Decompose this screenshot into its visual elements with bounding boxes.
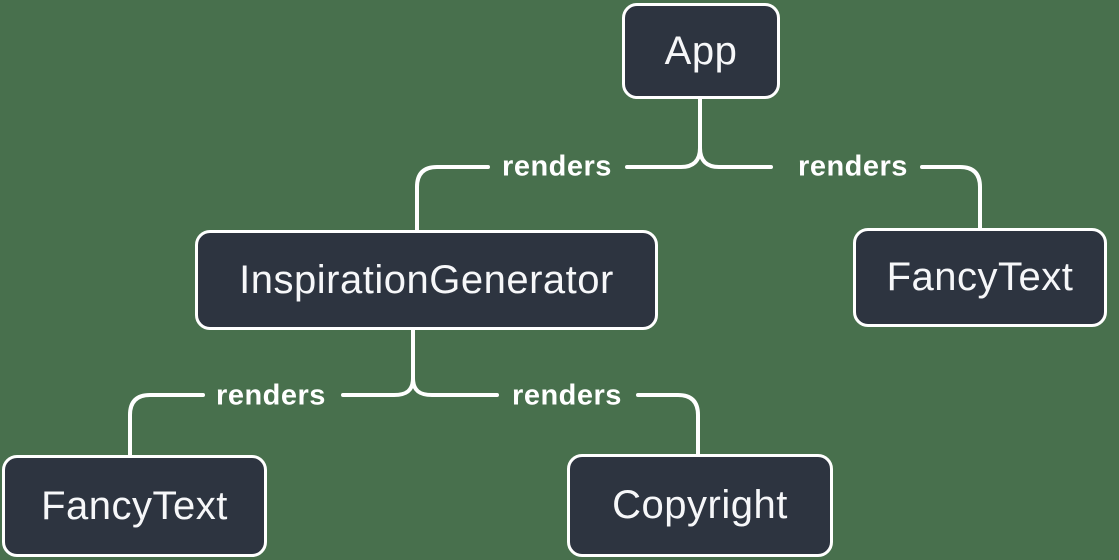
node-app: App bbox=[622, 3, 780, 99]
node-fancy-text-top: FancyText bbox=[853, 228, 1107, 327]
node-copyright: Copyright bbox=[567, 454, 833, 557]
edge-inspirationgenerator-to-copyright bbox=[411, 376, 700, 457]
node-fancy-text-bottom: FancyText bbox=[2, 455, 267, 557]
edge-label-renders-app-inspirationgenerator: renders bbox=[502, 150, 612, 183]
node-app-label: App bbox=[664, 28, 738, 73]
node-copyright-label: Copyright bbox=[612, 483, 788, 527]
node-fancy-text-bottom-label: FancyText bbox=[41, 483, 228, 528]
node-inspiration-generator-label: InspirationGenerator bbox=[239, 257, 614, 302]
node-inspiration-generator: InspirationGenerator bbox=[195, 230, 658, 330]
edge-label-renders-inspirationgenerator-copyright: renders bbox=[512, 379, 622, 412]
node-fancy-text-top-label: FancyText bbox=[886, 255, 1074, 299]
edge-app-to-fancytext bbox=[698, 146, 982, 230]
edge-label-renders-inspirationgenerator-fancytext: renders bbox=[216, 379, 326, 412]
edge-label-renders-app-fancytext: renders bbox=[798, 150, 908, 183]
